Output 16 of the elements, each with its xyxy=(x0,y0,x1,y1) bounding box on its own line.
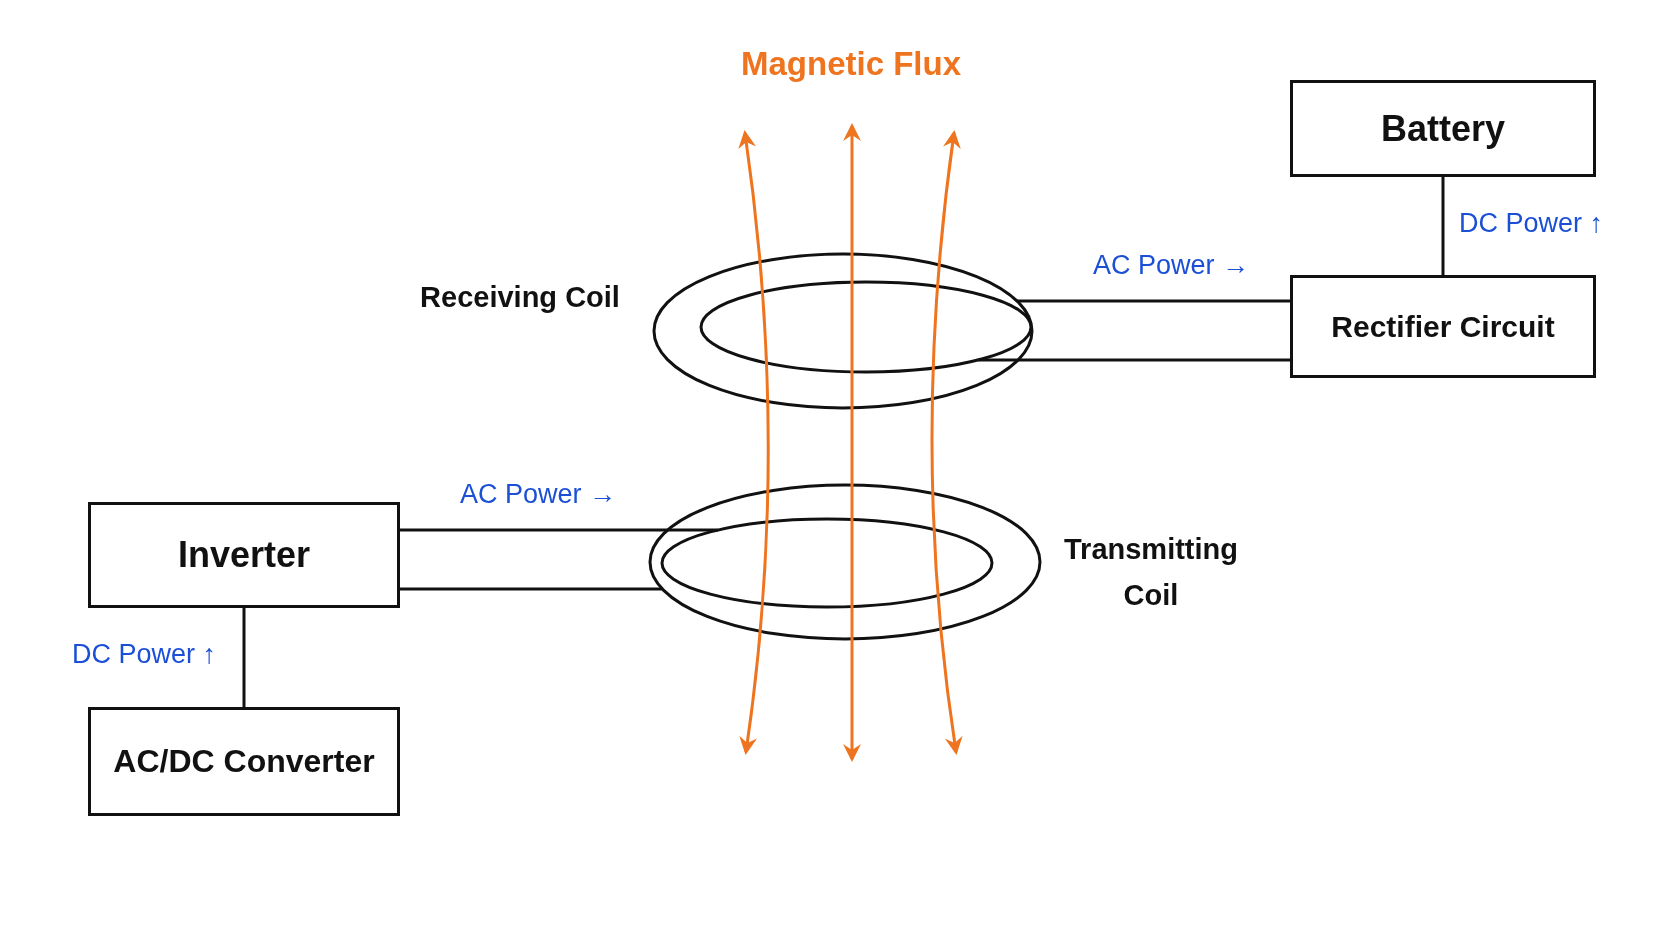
coil-label: Transmitting Coil xyxy=(1063,532,1239,614)
box-label: Inverter xyxy=(177,533,311,577)
coil-label: Receiving Coil xyxy=(419,280,621,315)
wire-connector xyxy=(400,587,663,591)
process-box xyxy=(1290,275,1596,378)
box-label: AC/DC Converter xyxy=(113,742,375,781)
wire-connector xyxy=(1441,177,1445,275)
process-box xyxy=(1290,80,1596,177)
box-label: Rectifier Circuit xyxy=(1331,308,1555,345)
box-label: Battery xyxy=(1380,106,1506,151)
wire-connector xyxy=(1017,299,1290,303)
process-box xyxy=(88,707,400,816)
wire-connector xyxy=(242,608,246,707)
process-box xyxy=(88,502,400,608)
flux-label: Magnetic Flux xyxy=(741,45,961,83)
wire-connector xyxy=(978,358,1290,362)
